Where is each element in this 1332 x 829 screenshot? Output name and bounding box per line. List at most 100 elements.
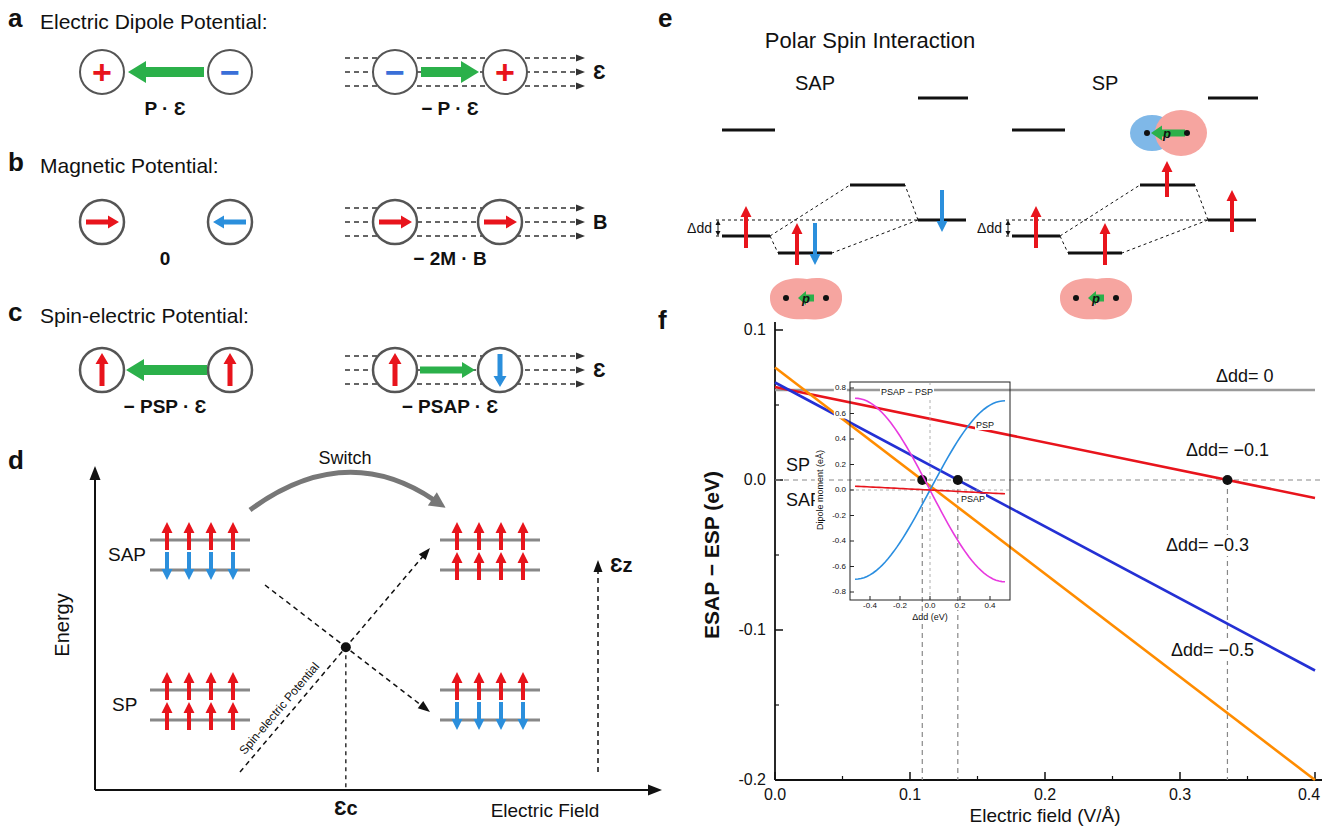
particle-circle (373, 348, 417, 392)
charge-circle: + (482, 49, 528, 95)
dipole-arrow (1088, 291, 1104, 305)
atom-dot (1184, 130, 1190, 136)
correlation-line (770, 236, 778, 253)
orbital-level (1208, 97, 1258, 100)
correlation-line (1122, 220, 1208, 253)
tick (775, 629, 783, 631)
crossing-point (1222, 475, 1232, 485)
inset-tick-label: 0.6 (834, 409, 847, 418)
equation: − PSP · Ɛ (124, 396, 207, 418)
inset-tick (850, 566, 854, 567)
crossing-drop-line (1227, 480, 1228, 780)
node-text: p (1092, 292, 1100, 305)
spin-arrow (494, 354, 507, 387)
inset-tick (850, 413, 854, 414)
tick (775, 329, 783, 331)
dipole-curve (855, 401, 1005, 580)
field-symbol: B (593, 211, 607, 234)
antibonding-level (850, 184, 905, 187)
axis-title: Energy (51, 593, 74, 656)
particle-circle (208, 200, 252, 244)
correlation-line (832, 220, 918, 253)
correlation-line (1060, 185, 1140, 236)
field-symbol: Ɛz (610, 554, 633, 577)
particle-circle (80, 348, 124, 392)
inset-tick (900, 596, 901, 600)
field-line-head (576, 205, 585, 212)
field-direction-arrow (597, 570, 599, 772)
orbital-level (1012, 129, 1065, 132)
particle-circle (373, 200, 417, 244)
orbital-lobe: p (1125, 108, 1209, 158)
spin-up-arrow (496, 552, 507, 580)
spin-up-arrow (1031, 206, 1042, 248)
equation: − P · Ɛ (421, 98, 479, 120)
spin-electric-line (240, 555, 424, 772)
minor-tick (775, 404, 779, 405)
panel-letter: e (658, 4, 672, 34)
bonding-level (778, 252, 832, 255)
inset-tick-label: 0.2 (953, 601, 966, 610)
line-label: Spin-electric Potential (237, 661, 323, 758)
spin-down-arrow (810, 223, 821, 265)
spin-arrow (389, 353, 402, 386)
spin-up-arrow (452, 522, 463, 550)
inset-curve-label: PSP (975, 420, 995, 430)
polarization-arrow (420, 362, 475, 378)
spin-up-arrow (474, 522, 485, 550)
minor-tick (775, 704, 779, 705)
axis-head (648, 785, 662, 796)
inset-tick (960, 596, 961, 600)
polarization-arrow (126, 359, 207, 381)
inset-tick (990, 596, 991, 600)
particle-circle (478, 348, 522, 392)
spin-up-arrow (496, 672, 507, 700)
inset-tick-label: -0.6 (831, 562, 847, 571)
spin-up-arrow (184, 672, 195, 700)
tick-label: 0.0 (764, 786, 786, 804)
polarization-arrow (146, 67, 204, 77)
inset-tick-label: 0.2 (834, 460, 847, 469)
minor-tick (775, 554, 779, 555)
critical-field-label: Ɛc (334, 797, 358, 820)
spin-up-arrow (474, 552, 485, 580)
particle-circle (478, 200, 522, 244)
inset-tick (870, 596, 871, 600)
crossing-drop-line (922, 480, 923, 780)
spin-down-arrow (206, 552, 217, 580)
inset-tick-label: 0.4 (834, 434, 847, 443)
state-label: SP (112, 694, 137, 716)
spin-down-arrow (474, 702, 485, 730)
correlation-line (1195, 185, 1208, 220)
offset-line (716, 236, 722, 237)
field-direction-arrow-head (594, 560, 603, 572)
field-line-head (576, 233, 585, 240)
offset-line (1006, 236, 1012, 237)
spin-up-arrow (206, 702, 217, 730)
panel-b-art (80, 200, 585, 244)
curve-label: Δdd= −0.1 (1185, 440, 1270, 461)
spin-up-arrow (184, 702, 195, 730)
field-line-head (576, 367, 585, 374)
atom-dot (1073, 295, 1079, 301)
spin-electric-line-head (418, 701, 430, 712)
offset-label: Δdd (687, 220, 712, 236)
atom-dot (783, 295, 789, 301)
panel-letter: a (8, 4, 22, 34)
particle-circle (80, 200, 124, 244)
magnetic-moment-arrow (86, 216, 119, 229)
offset-label: Δdd (977, 220, 1002, 236)
inset-tick (850, 439, 854, 440)
panel-letter: d (8, 446, 24, 476)
spin-down-arrow (228, 552, 239, 580)
orbital-level (722, 129, 775, 132)
axis-head (90, 466, 101, 480)
tick-label: -0.2 (738, 771, 766, 789)
panel-title: Magnetic Potential: (40, 154, 219, 178)
panel-d-art (90, 466, 663, 796)
node-text: + (495, 55, 515, 89)
charge-circle: − (372, 49, 418, 95)
spin-down-arrow (162, 552, 173, 580)
inset-tick (850, 515, 854, 516)
node-text: p (1163, 127, 1171, 140)
